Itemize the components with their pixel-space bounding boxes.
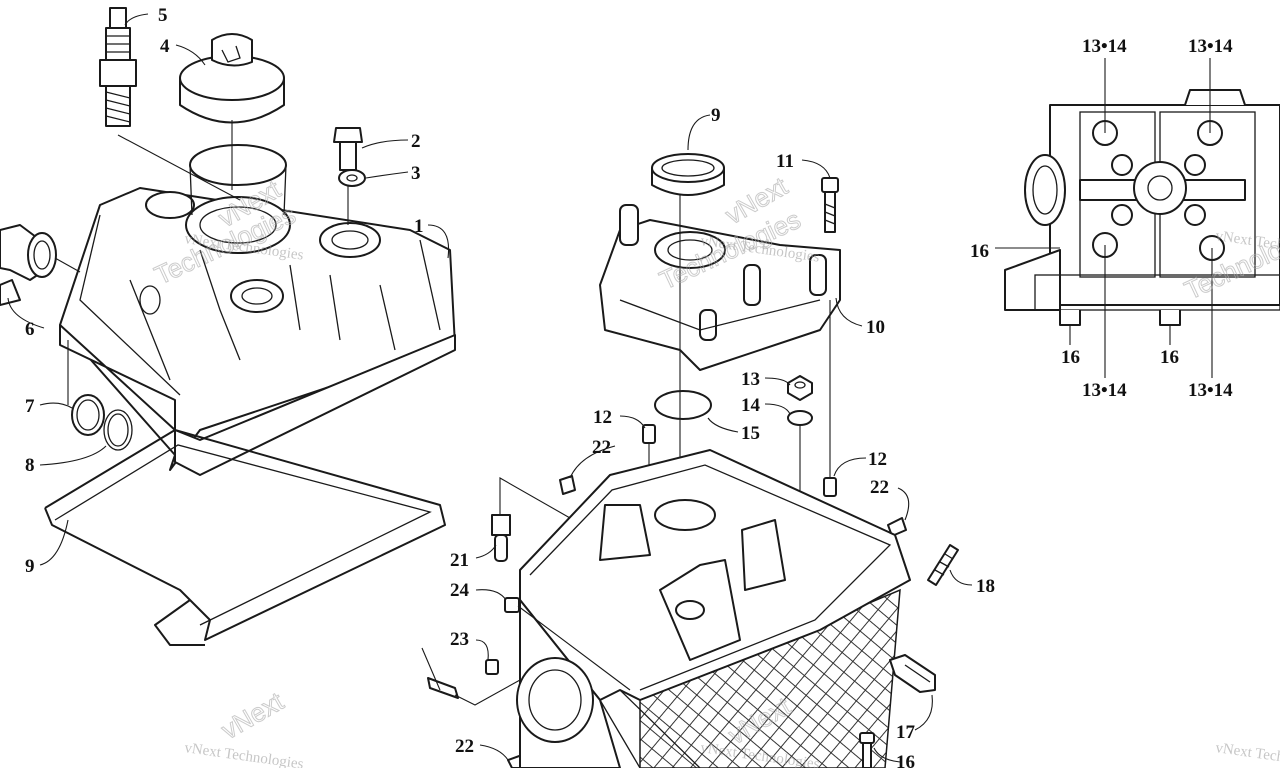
dowel-pin-12b [823, 477, 837, 497]
callout-22b: 22 [870, 477, 889, 498]
watermark-13: vNext Technologies [1214, 740, 1280, 768]
washer [338, 169, 366, 187]
head-top-view [1004, 89, 1280, 326]
callout-16a: 16 [970, 241, 989, 262]
oil-filler-cap [179, 33, 285, 190]
sensor-17 [889, 654, 936, 693]
cylinder-head [516, 449, 911, 768]
callout-16c: 16 [1160, 347, 1179, 368]
callout-16d: 16 [896, 752, 915, 768]
breather-elbow [0, 224, 81, 306]
callout-2: 2 [411, 131, 421, 152]
callout-13-14b: 13•14 [1188, 36, 1233, 57]
callout-24: 24 [450, 580, 470, 601]
cover-gasket [44, 429, 446, 646]
callout-3: 3 [411, 163, 421, 184]
callout-12b: 12 [868, 449, 887, 470]
cover-bolt [333, 127, 363, 225]
plug-22a [559, 475, 576, 495]
fitting-23 [421, 647, 521, 706]
callout-22a: 22 [592, 437, 611, 458]
callout-16b: 16 [1061, 347, 1080, 368]
callout-4: 4 [160, 36, 170, 57]
top-view-leaders [995, 58, 1213, 378]
watermark-9: vNext Technologies [183, 740, 304, 768]
callout-12a: 12 [593, 407, 612, 428]
stud-18 [927, 544, 959, 586]
callout-1: 1 [414, 216, 424, 237]
callout-6: 6 [25, 319, 35, 340]
callout-14: 14 [741, 395, 761, 416]
callout-8: 8 [25, 455, 35, 476]
o-ring-15 [654, 390, 712, 420]
callout-18: 18 [976, 576, 995, 597]
seal-ring-9 [651, 153, 725, 196]
callout-7: 7 [25, 396, 35, 417]
callout-9-gasket: 9 [25, 556, 35, 577]
leader-lines [7, 13, 973, 763]
callout-13-14c: 13•14 [1082, 380, 1127, 401]
watermark-10: vNext [216, 686, 289, 746]
callout-13: 13 [741, 369, 760, 390]
callout-10: 10 [866, 317, 885, 338]
circlip-8 [103, 409, 133, 451]
valve-cover [59, 187, 456, 476]
plug-24 [504, 597, 520, 613]
callout-13-14a: 13•14 [1082, 36, 1127, 57]
filler-neck [189, 144, 287, 216]
bolt-16-bottom [859, 732, 875, 768]
callout-17: 17 [896, 722, 916, 743]
callout-11: 11 [776, 151, 794, 172]
nut-13 [787, 375, 813, 401]
camshaft-bridge [599, 204, 841, 371]
washer-14 [787, 410, 813, 426]
bolt-11 [821, 177, 839, 233]
callout-15: 15 [741, 423, 760, 444]
callout-5: 5 [158, 5, 168, 26]
callout-13-14d: 13•14 [1188, 380, 1233, 401]
callout-21: 21 [450, 550, 469, 571]
callout-9-seal: 9 [711, 105, 721, 126]
fitting-21 [491, 477, 571, 562]
callout-22c: 22 [455, 736, 474, 757]
callout-labels: 5 4 2 3 1 6 7 8 9 9 10 11 12 12 13 14 15… [25, 5, 1233, 768]
o-ring-7 [71, 394, 105, 436]
callout-23: 23 [450, 629, 469, 650]
spark-plug [99, 7, 241, 201]
